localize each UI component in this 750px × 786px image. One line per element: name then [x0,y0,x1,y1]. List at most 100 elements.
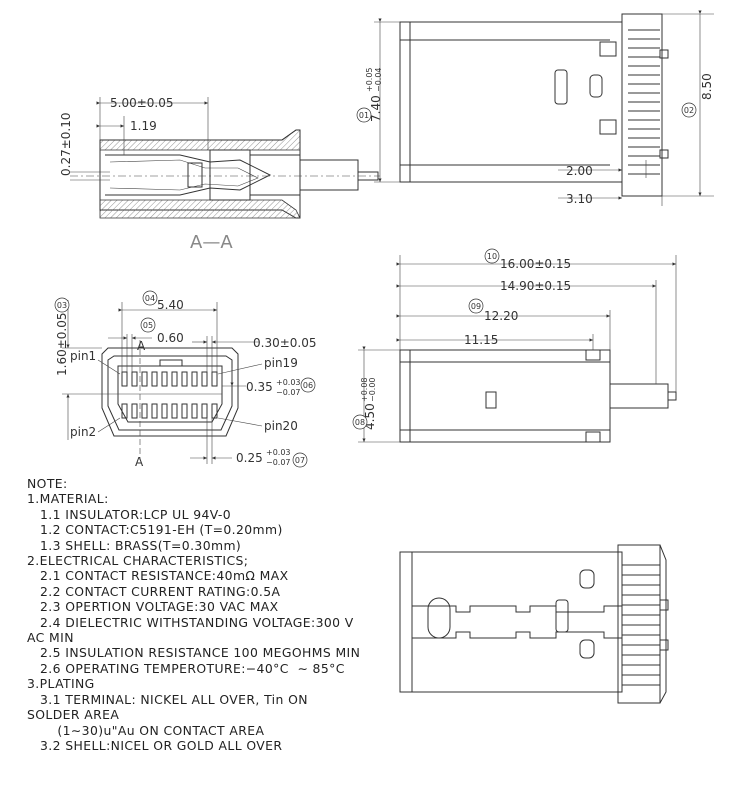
fin-array [628,29,660,175]
dim-16-00 [396,255,677,392]
dim-label-0-27: 0.27±0.10 [59,113,73,177]
balloon-05: 05 [140,317,156,333]
dim-label-1-60: 1.60±0.05 [55,313,69,377]
note-line: NOTE: [27,476,68,491]
balloon-01: 01 [356,107,372,123]
label-pin19: pin19 [264,356,298,370]
dim-label-3-10: 3.10 [566,192,593,206]
note-line: 2.4 DIELECTRIC WITHSTANDING VOLTAGE:300 … [27,614,354,630]
dim-3-10 [558,190,663,206]
dim-0-25 [190,418,232,464]
svg-text:04: 04 [145,294,155,303]
dim-2-00 [558,160,647,178]
top-right-view [399,13,669,197]
balloon-10: 10 [484,248,500,264]
dim-label-0-60: 0.60 [157,331,184,345]
dim-label-0-30: 0.30±0.05 [253,336,317,350]
dim-tol-4-50-up: +0.08 [360,377,369,402]
dim-8-50 [662,10,714,197]
dim-0-30 [192,336,260,372]
section-view-a-a [70,129,380,219]
balloon-03: 03 [54,297,70,313]
dim-label-5-00: 5.00±0.05 [110,96,174,110]
svg-text:10: 10 [487,252,497,261]
label-pin20: pin20 [264,419,298,433]
section-mark-a-bottom: A [135,455,144,469]
dim-label-8-50: 8.50 [700,73,714,100]
note-line: 3.1 TERMINAL: NICKEL ALL OVER, Tin ON [27,691,308,707]
svg-text:03: 03 [57,301,67,310]
dim-7-40 [374,18,400,183]
balloon-04: 04 [142,290,158,306]
note-line: 2.6 OPERATING TEMPEROTURE:−40°C ∼ 85°C [27,660,345,676]
dim-14-90 [396,280,657,384]
note-line: SOLDER AREA [27,707,120,723]
front-view [101,340,239,460]
note-line: 1.2 CONTACT:C5191-EH (T=0.20mm) [27,522,283,538]
note-line: 2.5 INSULATION RESISTANCE 100 MEGOHMS MI… [27,645,361,661]
leader-pin1 [97,359,121,375]
balloon-09: 09 [468,298,484,314]
svg-text:06: 06 [303,381,313,390]
balloon-02: 02 [681,102,697,118]
dim-0-35 [222,368,246,387]
dim-label-14-90: 14.90±0.15 [500,279,571,293]
leader-pin20 [217,417,263,427]
dim-tol-7-40-up: +0.05 [365,67,374,92]
label-pin2: pin2 [70,425,96,439]
contact-row-bottom [121,403,218,419]
leader-pin19 [217,363,263,375]
dim-tol-4-50-dn: −0.00 [368,377,377,402]
note-line: 1.3 SHELL: BRASS(T=0.30mm) [27,537,242,553]
note-line: (1∼30)u"Au ON CONTACT AREA [27,722,265,738]
note-line: 2.3 OPERTION VOLTAGE:30 VAC MAX [27,599,279,615]
dim-label-11-15: 11.15 [464,333,498,347]
note-line: AC MIN [27,630,74,646]
svg-text:08: 08 [355,418,365,427]
dim-tol-7-40-dn: −0.04 [374,67,383,92]
balloon-07: 07 [292,452,308,468]
note-line: 1.1 INSULATOR:LCP UL 94V-0 [27,506,232,522]
leader-pin2 [97,417,121,433]
dim-label-5-40: 5.40 [157,298,184,312]
label-pin1: pin1 [70,349,96,363]
dim-1-19 [96,116,125,155]
balloon-08: 08 [352,414,368,430]
dim-label-16-00: 16.00±0.15 [500,257,571,271]
dim-0-60 [108,334,152,372]
dim-label-2-00: 2.00 [566,164,593,178]
svg-text:05: 05 [143,321,153,330]
fin-array-bottom [622,564,660,686]
svg-text:01: 01 [359,111,369,120]
dim-12-20 [396,310,611,350]
dim-tol-0-35-up: +0.03 [276,378,301,387]
dim-tol-0-35-dn: −0.07 [276,388,301,397]
balloon-06: 06 [300,377,316,393]
contact-row-top [121,371,218,387]
side-view [399,349,677,443]
dim-11-15 [396,334,594,350]
svg-text:09: 09 [471,302,481,311]
dim-1-60 [62,300,118,440]
note-line: 2.1 CONTACT RESISTANCE:40mΩ MAX [27,568,289,584]
section-mark-a-top: A [137,339,146,353]
dim-label-12-20: 12.20 [484,309,518,323]
note-line: 2.ELECTRICAL CHARACTERISTICS; [27,553,249,569]
note-line: 3.PLATING [27,676,95,692]
note-line: 3.2 SHELL:NICEL OR GOLD ALL OVER [27,737,283,753]
dim-5-40 [118,302,218,372]
dim-tol-0-25-up: +0.03 [266,448,291,457]
dim-tol-0-25-dn: −0.07 [266,458,291,467]
dim-label-7-40: 7.40 [369,95,383,122]
notes-block: NOTE: 1.MATERIAL: 1.1 INSULATOR:LCP UL 9… [27,476,360,753]
note-line: 2.2 CONTACT CURRENT RATING:0.5A [27,583,281,599]
bottom-view [399,544,669,704]
dim-label-1-19: 1.19 [130,119,157,133]
section-label: A—A [190,232,233,253]
note-line: 1.MATERIAL: [27,491,109,507]
dim-label-0-25: 0.25 [236,451,263,465]
dim-label-0-35: 0.35 [246,380,273,394]
svg-text:07: 07 [295,456,305,465]
dim-5-00 [96,97,209,150]
